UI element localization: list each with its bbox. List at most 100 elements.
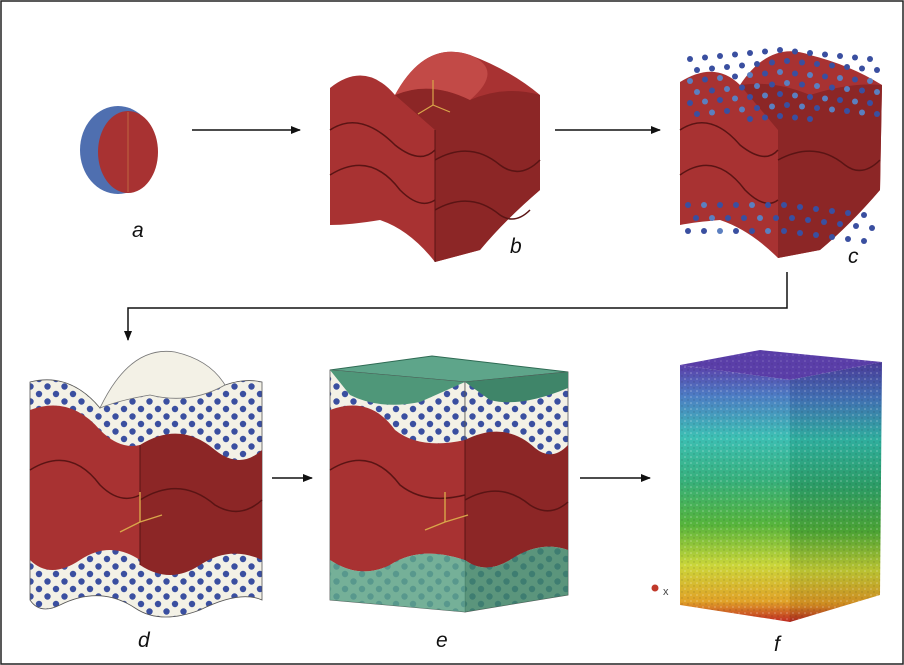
particle-dot xyxy=(867,56,873,62)
particle-dot xyxy=(867,100,873,106)
particle-dot xyxy=(762,70,768,77)
particle-dot xyxy=(747,50,753,56)
particle-dot xyxy=(754,61,760,67)
particle-dot xyxy=(845,236,851,242)
particle-dot xyxy=(781,228,787,234)
particle-dot xyxy=(685,228,691,234)
particle-dot xyxy=(773,215,779,221)
particle-dot xyxy=(829,106,835,113)
particle-dot xyxy=(702,98,708,105)
particle-dot xyxy=(837,221,843,227)
particle-dot xyxy=(765,228,771,234)
triad-x-label: x xyxy=(663,586,669,598)
particle-dot xyxy=(687,56,693,62)
particle-dot xyxy=(852,54,858,61)
particle-dot xyxy=(709,215,715,221)
particle-dot xyxy=(777,69,783,75)
particle-dot xyxy=(739,106,745,113)
particle-dot xyxy=(821,219,827,225)
panel-label-c: c xyxy=(848,245,859,268)
particle-dot xyxy=(874,111,880,117)
particle-dot xyxy=(859,109,865,116)
particle-dot xyxy=(777,47,783,53)
panel-label-d: d xyxy=(138,629,150,652)
particle-dot xyxy=(717,202,723,208)
particle-dot xyxy=(861,238,867,244)
particle-dot xyxy=(739,62,745,69)
particle-dot xyxy=(814,61,820,67)
particle-dot xyxy=(769,81,775,88)
particle-dot xyxy=(813,232,819,238)
particle-dot xyxy=(829,208,835,214)
panel-label-f: f xyxy=(774,633,780,656)
particle-dot xyxy=(754,105,760,111)
particle-dot xyxy=(747,94,753,100)
particle-dot xyxy=(702,54,708,61)
particle-dot xyxy=(807,50,813,56)
panel-label-b: b xyxy=(510,235,522,258)
particle-dot xyxy=(762,92,768,99)
panel-label-a: a xyxy=(132,219,144,242)
particle-dot xyxy=(837,53,843,59)
particle-dot xyxy=(687,78,693,84)
particle-dot xyxy=(747,116,753,122)
particle-dot xyxy=(749,202,755,208)
particle-dot xyxy=(739,84,745,91)
particle-dot xyxy=(762,114,768,121)
particle-dot xyxy=(733,228,739,234)
particle-dot xyxy=(844,64,850,70)
particle-dot xyxy=(693,215,699,221)
particle-dot xyxy=(702,76,708,83)
panel-label-e: e xyxy=(436,629,448,652)
particle-dot xyxy=(867,78,873,84)
particle-dot xyxy=(829,84,835,91)
particle-dot xyxy=(792,70,798,77)
particle-dot xyxy=(844,86,850,92)
particle-dot xyxy=(725,215,731,221)
particle-dot xyxy=(694,67,700,73)
panel-d-porous-matrix xyxy=(29,350,263,618)
particle-dot xyxy=(792,48,798,55)
particle-dot xyxy=(717,97,723,103)
particle-dot xyxy=(822,51,828,58)
particle-dot xyxy=(874,67,880,73)
particle-dot xyxy=(717,75,723,81)
particle-dot xyxy=(813,206,819,212)
particle-dot xyxy=(845,210,851,216)
particle-dot xyxy=(709,65,715,72)
particle-dot xyxy=(724,64,730,70)
particle-dot xyxy=(837,75,843,81)
particle-dot xyxy=(853,223,859,229)
particle-dot xyxy=(852,76,858,83)
particle-dot xyxy=(859,65,865,72)
particle-dot xyxy=(792,92,798,99)
particle-dot xyxy=(844,108,850,114)
particle-dot xyxy=(837,97,843,103)
particle-dot xyxy=(701,202,707,208)
particle-dot xyxy=(869,225,875,231)
particle-dot xyxy=(732,95,738,102)
particle-dot xyxy=(709,109,715,116)
particle-dot xyxy=(807,94,813,100)
particle-dot xyxy=(754,83,760,89)
particle-dot xyxy=(733,202,739,208)
particle-dot xyxy=(769,103,775,110)
particle-dot xyxy=(852,98,858,105)
particle-dot xyxy=(765,202,771,208)
particle-dot xyxy=(701,228,707,234)
particle-dot xyxy=(724,108,730,114)
particle-dot xyxy=(822,95,828,102)
particle-dot xyxy=(747,72,753,78)
panel-a-hemisphere xyxy=(80,106,158,194)
particle-dot xyxy=(777,91,783,97)
particle-dot xyxy=(807,72,813,78)
particle-dot xyxy=(732,51,738,58)
particle-dot xyxy=(814,105,820,111)
panel-c-particle-seeding xyxy=(679,47,882,258)
particle-dot xyxy=(732,73,738,80)
panel-b-solid-unit-cell xyxy=(329,51,541,262)
particle-dot xyxy=(757,215,763,221)
particle-dot xyxy=(822,73,828,80)
